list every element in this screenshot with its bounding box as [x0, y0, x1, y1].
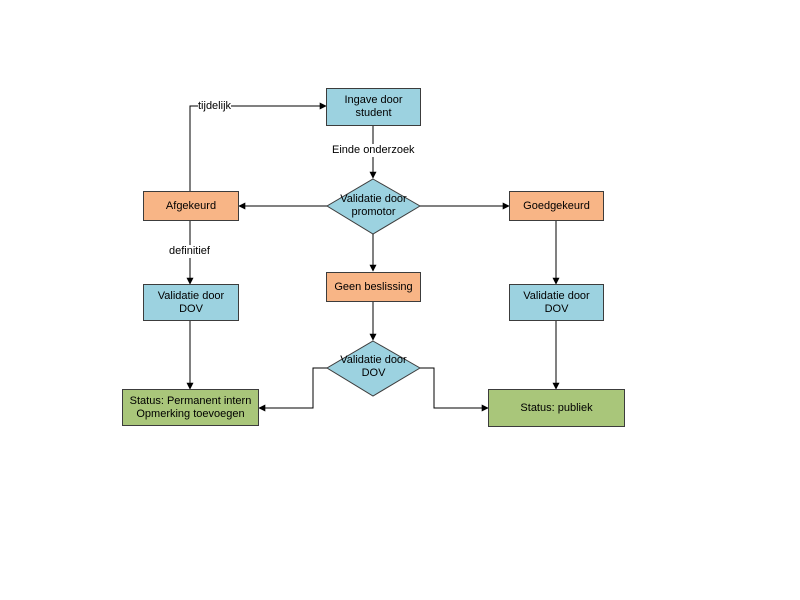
decision-validatie-door-dov: Validatie door DOV — [340, 354, 407, 379]
node-geen-beslissing: Geen beslissing — [326, 272, 421, 302]
edge-dov-center-to-intern — [258, 367, 327, 412]
node-status-publiek: Status: publiek — [488, 389, 625, 427]
node-afgekeurd: Afgekeurd — [143, 191, 239, 221]
node-validatie-dov-right: Validatie door DOV — [509, 284, 604, 321]
node-ingave-door-student: Ingave door student — [326, 88, 421, 126]
node-validatie-dov-left: Validatie door DOV — [143, 284, 239, 321]
node-goedgekeurd: Goedgekeurd — [509, 191, 604, 221]
edge-label-einde-onderzoek: Einde onderzoek — [332, 144, 415, 157]
decision-diamond-dov — [326, 340, 421, 397]
decision-validatie-door-promotor: Validatie door promotor — [340, 193, 407, 218]
node-status-permanent-intern: Status: Permanent intern Opmerking toevo… — [122, 389, 259, 426]
edge-label-definitief: definitief — [169, 245, 210, 258]
edge-label-tijdelijk: tijdelijk — [198, 100, 232, 113]
edge-afgekeurd-to-ingave — [189, 102, 327, 191]
edge-dov-center-to-publiek — [420, 367, 489, 412]
